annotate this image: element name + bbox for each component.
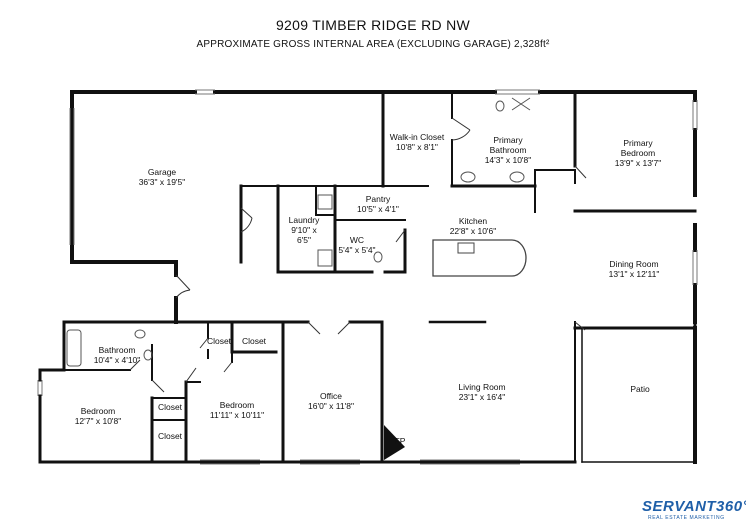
dryer [317, 249, 333, 267]
door-swing [451, 117, 471, 141]
sink [134, 329, 146, 339]
washer [317, 194, 333, 210]
door-swing [575, 166, 586, 183]
door-swing [185, 367, 197, 383]
window [37, 380, 43, 396]
door-swing [129, 359, 141, 371]
window [300, 459, 360, 465]
window [692, 100, 698, 130]
sink [509, 171, 525, 183]
fireplace-shape [384, 425, 405, 460]
door-swing [151, 379, 165, 393]
laundry-wall [315, 185, 336, 216]
window [200, 459, 260, 465]
dining-wall [573, 320, 697, 330]
wc-wall [383, 228, 407, 274]
garage-wall [70, 248, 178, 264]
plan-subtitle: APPROXIMATE GROSS INTERNAL AREA (EXCLUDI… [196, 39, 550, 50]
door-swing [175, 274, 191, 299]
plan-title: 9209 TIMBER RIDGE RD NW [275, 17, 471, 33]
door-swing [307, 321, 351, 335]
window [692, 250, 698, 285]
closet-label: Closet [241, 336, 267, 346]
toilet [495, 100, 505, 112]
logo-tagline: REAL ESTATE MARKETING [648, 515, 725, 521]
fireplace-label: FP [394, 436, 406, 446]
toilet [373, 251, 383, 263]
sink [460, 171, 476, 183]
door-swing [395, 229, 406, 243]
shower [511, 97, 531, 111]
window [420, 459, 520, 465]
closet-label: Closet [206, 336, 232, 346]
brand-logo: SERVANT360° REAL ESTATE MARKETING [642, 498, 746, 526]
door-swing [223, 361, 233, 373]
door-swing [574, 321, 586, 331]
bath-wall [534, 169, 576, 184]
toilet [143, 349, 153, 361]
kitchen-sink [457, 242, 475, 254]
patio-label: Patio [630, 384, 650, 394]
door-swing [240, 207, 253, 233]
laundry-wall [276, 184, 337, 274]
closet-label: Closet [157, 431, 183, 441]
logo-wordmark: SERVANT360° [642, 498, 746, 515]
closet-label: Closet [157, 402, 183, 412]
garage-door-line [195, 89, 215, 95]
window [495, 89, 540, 95]
door-swing [199, 337, 209, 349]
garage-window [69, 108, 75, 245]
bathtub [66, 329, 82, 367]
kitchen-island [432, 239, 527, 277]
